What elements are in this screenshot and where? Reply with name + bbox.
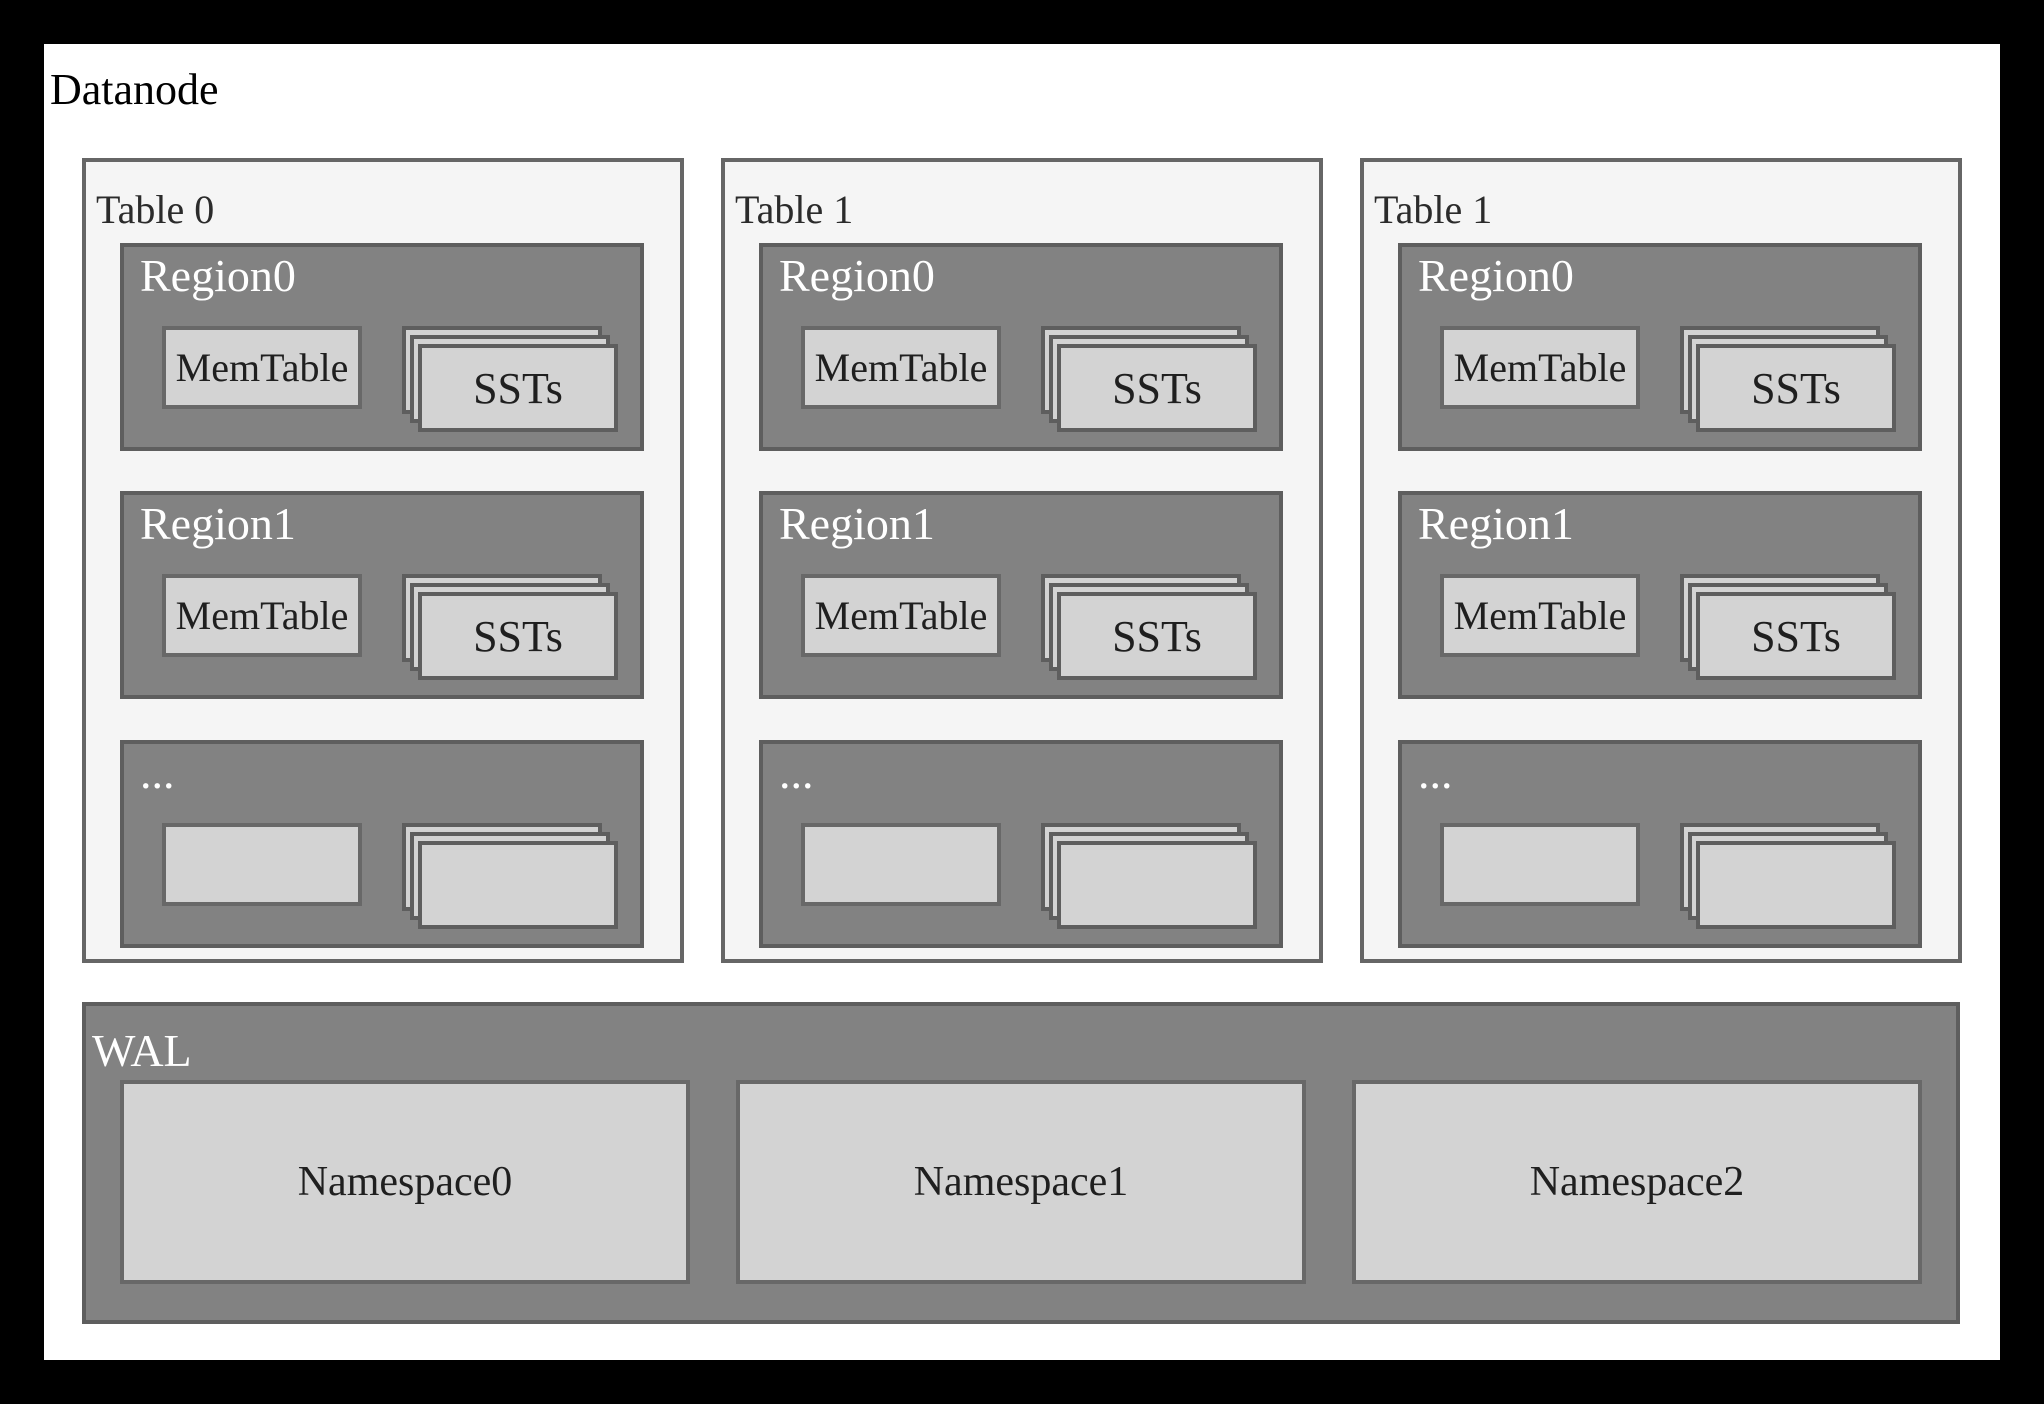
table-1: Table 1 Region0 MemTable SSTs Region1 Me…: [721, 158, 1323, 963]
region-label: Region1: [140, 498, 296, 549]
table-1-region-more: ...: [759, 740, 1283, 948]
ssts-stack: SSTs: [1680, 326, 1896, 432]
table-0-region-more: ...: [120, 740, 644, 948]
region-label: Region1: [779, 498, 935, 549]
datanode-canvas: Datanode Table 0 Region0 MemTable SSTs R…: [44, 44, 2000, 1360]
ssts-stack: SSTs: [402, 326, 618, 432]
table-2-region-1: Region1 MemTable SSTs: [1398, 491, 1922, 699]
namespace-1-box: Namespace1: [736, 1080, 1306, 1284]
table-0: Table 0 Region0 MemTable SSTs Region1 Me…: [82, 158, 684, 963]
ssts-box: SSTs: [418, 592, 618, 680]
table-1-label: Table 1: [735, 187, 854, 232]
region-label: Region0: [779, 250, 935, 301]
namespace-0-box: Namespace0: [120, 1080, 690, 1284]
region-label: Region0: [1418, 250, 1574, 301]
memtable-box: [1440, 823, 1640, 906]
memtable-box: [162, 823, 362, 906]
ssts-stack: [1041, 823, 1257, 929]
namespace-2-box: Namespace2: [1352, 1080, 1922, 1284]
datanode-title: Datanode: [50, 65, 219, 114]
table-0-region-0: Region0 MemTable SSTs: [120, 243, 644, 451]
ssts-stack: SSTs: [1680, 574, 1896, 680]
ssts-stack: SSTs: [1041, 574, 1257, 680]
table-2: Table 1 Region0 MemTable SSTs Region1 Me…: [1360, 158, 1962, 963]
memtable-box: MemTable: [801, 574, 1001, 657]
ssts-box: SSTs: [1057, 344, 1257, 432]
region-label: Region0: [140, 250, 296, 301]
ssts-box: [418, 841, 618, 929]
table-1-region-1: Region1 MemTable SSTs: [759, 491, 1283, 699]
ssts-stack: [402, 823, 618, 929]
ssts-box: SSTs: [1696, 344, 1896, 432]
table-0-region-1: Region1 MemTable SSTs: [120, 491, 644, 699]
table-2-region-0: Region0 MemTable SSTs: [1398, 243, 1922, 451]
memtable-box: MemTable: [162, 574, 362, 657]
table-2-region-more: ...: [1398, 740, 1922, 948]
memtable-box: [801, 823, 1001, 906]
ssts-stack: SSTs: [1041, 326, 1257, 432]
memtable-box: MemTable: [801, 326, 1001, 409]
ssts-box: SSTs: [1696, 592, 1896, 680]
memtable-box: MemTable: [162, 326, 362, 409]
ssts-box: [1057, 841, 1257, 929]
memtable-box: MemTable: [1440, 574, 1640, 657]
ssts-box: SSTs: [1057, 592, 1257, 680]
wal-label: WAL: [92, 1025, 192, 1076]
region-label: ...: [779, 747, 814, 798]
region-label: ...: [140, 747, 175, 798]
region-label: ...: [1418, 747, 1453, 798]
table-1-region-0: Region0 MemTable SSTs: [759, 243, 1283, 451]
region-label: Region1: [1418, 498, 1574, 549]
memtable-box: MemTable: [1440, 326, 1640, 409]
ssts-stack: [1680, 823, 1896, 929]
ssts-stack: SSTs: [402, 574, 618, 680]
table-0-label: Table 0: [96, 187, 215, 232]
ssts-box: [1696, 841, 1896, 929]
ssts-box: SSTs: [418, 344, 618, 432]
wal-box: WAL Namespace0 Namespace1 Namespace2: [82, 1002, 1960, 1324]
table-2-label: Table 1: [1374, 187, 1493, 232]
